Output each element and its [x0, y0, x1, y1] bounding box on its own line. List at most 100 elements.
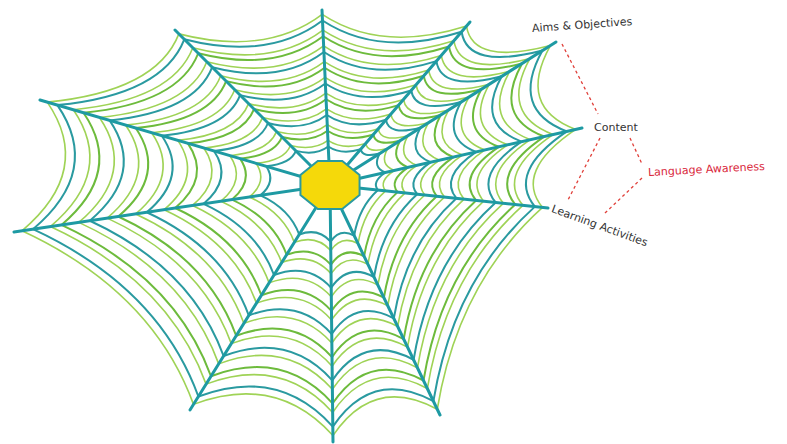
web-thread [61, 225, 211, 376]
web-thread [323, 30, 454, 51]
web-thread [378, 195, 425, 285]
web-thread [442, 110, 462, 155]
web-thread [408, 201, 484, 347]
leader-line [568, 138, 600, 200]
web-thread [290, 140, 327, 147]
web-thread [263, 109, 327, 121]
web-thread [22, 102, 66, 231]
web-thread [331, 252, 364, 264]
web-thread [514, 135, 553, 206]
web-thread [391, 114, 428, 126]
web-thread [507, 137, 544, 205]
web-thread [477, 145, 508, 201]
web-thread [332, 350, 413, 380]
web-thread [332, 311, 394, 334]
web-thread [164, 140, 187, 209]
web-thread [414, 202, 496, 359]
web-thread [519, 58, 553, 134]
web-thread [533, 129, 575, 207]
leader-line [604, 178, 642, 214]
web-thread [61, 113, 99, 225]
web-label: Language Awareness [648, 160, 765, 179]
web-thread [221, 201, 282, 262]
web-thread [198, 386, 332, 426]
web-thread [462, 32, 543, 57]
web-thread [22, 231, 194, 405]
web-thread [261, 290, 331, 311]
web-thread [331, 280, 378, 297]
web-thread [193, 205, 270, 282]
web-thread [204, 204, 274, 275]
web-thread [249, 197, 294, 242]
web-thread [152, 90, 235, 133]
web-thread [327, 125, 378, 133]
web-spoke [330, 128, 582, 185]
web-thread [328, 140, 366, 146]
web-thread [211, 367, 333, 403]
web-spoke [322, 10, 330, 185]
web-thread [384, 196, 437, 297]
leader-line [562, 44, 598, 114]
web-thread [322, 21, 461, 43]
web-thread [441, 55, 509, 76]
web-thread [175, 208, 261, 295]
web-thread [294, 240, 330, 251]
web-spoke [330, 185, 333, 442]
web-thread [193, 30, 323, 55]
web-thread [179, 14, 322, 41]
web-thread [221, 156, 236, 202]
web-thread [207, 46, 324, 68]
web-spoke [190, 185, 330, 410]
web-thread [206, 375, 333, 413]
web-thread [249, 163, 260, 197]
web-thread [496, 140, 531, 204]
web-thread [328, 147, 361, 152]
web-thread [266, 151, 296, 166]
web-thread [282, 131, 328, 140]
web-thread [396, 141, 408, 168]
web-thread [231, 336, 332, 366]
web-label: Learning Activities [550, 202, 650, 249]
web-thread [219, 355, 333, 389]
web-thread [526, 131, 567, 206]
web-thread [538, 46, 576, 130]
web-thread [107, 218, 231, 343]
web-label: Aims & Objectives [532, 15, 633, 35]
web-spoke [330, 42, 556, 185]
web-thread [433, 207, 535, 402]
web-thread [333, 389, 434, 426]
web-thread [325, 84, 411, 98]
web-thread [126, 76, 221, 125]
web-thread [57, 39, 184, 105]
web-thread [212, 52, 324, 73]
web-spoke [330, 22, 470, 185]
web-thread [429, 70, 490, 89]
web-thread [322, 14, 466, 37]
web-thread [287, 251, 331, 264]
web-thread [432, 157, 453, 196]
web-thread [325, 77, 416, 91]
web-thread [110, 67, 213, 120]
web-thread [423, 123, 440, 160]
web-thread [260, 166, 270, 195]
web-thread [421, 160, 440, 195]
web-thread [194, 394, 333, 436]
web-thread [230, 132, 277, 156]
web-thread [492, 76, 521, 141]
web-thread [437, 207, 542, 409]
web-thread [136, 133, 163, 214]
web-spoke [14, 185, 330, 232]
web-thread [204, 151, 222, 204]
web-thread [358, 191, 386, 244]
web-center [300, 161, 359, 209]
web-thread [327, 115, 386, 124]
web-label: Content [594, 121, 638, 134]
web-thread [333, 397, 437, 436]
web-thread [33, 105, 75, 229]
web-thread [184, 21, 322, 47]
web-spoke [330, 185, 440, 415]
web-thread [33, 229, 198, 396]
web-thread [269, 278, 331, 297]
